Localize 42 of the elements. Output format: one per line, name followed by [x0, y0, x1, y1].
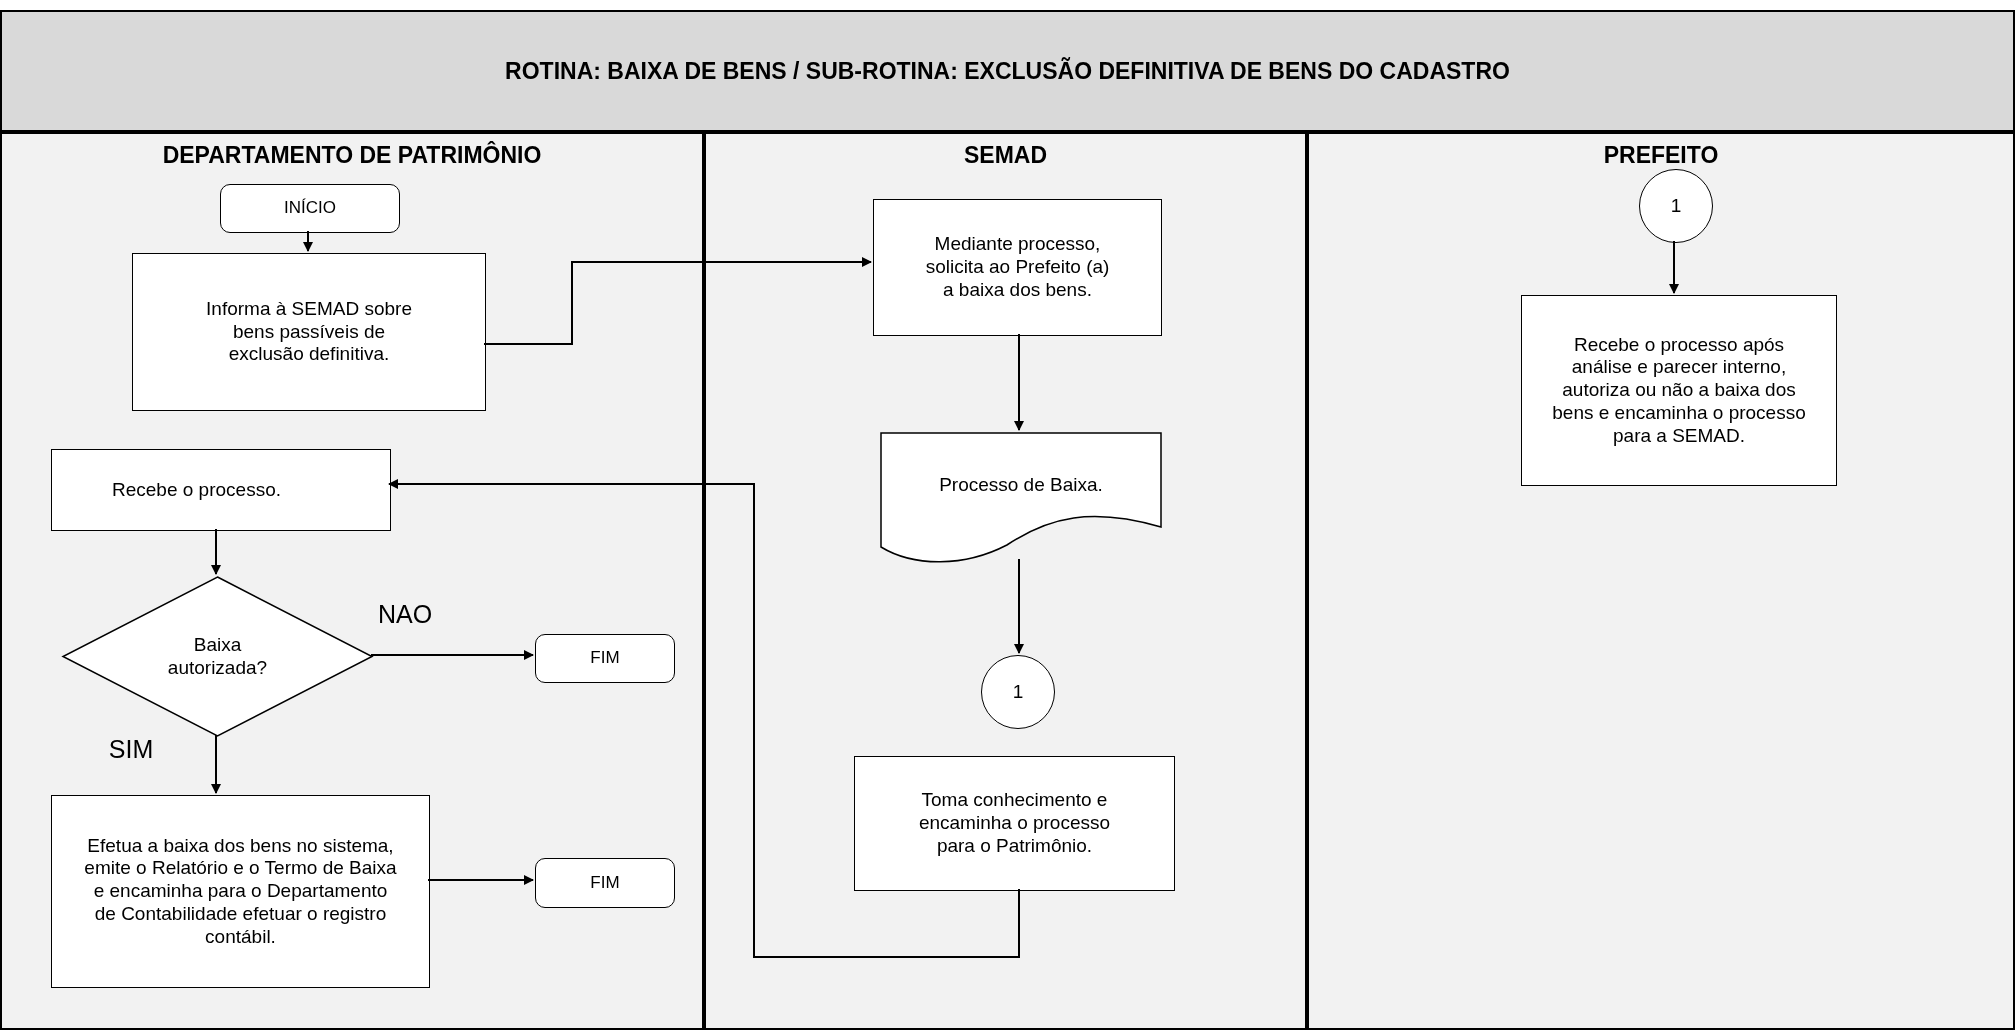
node-text: INÍCIO — [284, 198, 336, 219]
node-text: Processo de Baixa. — [939, 474, 1103, 497]
lane-heading: SEMAD — [962, 142, 1049, 169]
process-box — [51, 449, 391, 531]
node-text: 1 — [1012, 680, 1024, 704]
node-text: FIM — [590, 648, 620, 669]
process-box — [1521, 295, 1837, 486]
swimlane — [1307, 132, 2015, 1030]
node-text: Mediante processo, solicita ao Prefeito (a) a baixa dos bens. — [924, 233, 1111, 302]
node-text: FIM — [590, 872, 620, 894]
arrow — [370, 650, 534, 660]
process-box — [132, 253, 486, 411]
node-text: Informa à SEMAD sobre bens passíveis de exclusão definitiva. — [205, 297, 413, 367]
arrow — [427, 875, 534, 885]
terminator-box — [535, 858, 675, 908]
process-box — [873, 199, 1162, 336]
title: ROTINA: BAIXA DE BENS / SUB-ROTINA: EXCLUSÃO DEFINITIVA DE BENS DO CADASTRO — [505, 57, 1510, 85]
lane-heading: PREFEITO — [1602, 142, 1720, 169]
lane-heading: DEPARTAMENTO DE PATRIMÔNIO — [161, 142, 543, 169]
node-text: Recebe o processo após análise e parecer interno, autoriza ou não a baixa dos bens e encaminha o processo para a SEMAD. — [1551, 333, 1807, 448]
terminator-box — [535, 634, 675, 683]
arrow — [483, 257, 872, 345]
swimlane — [0, 132, 704, 1030]
arrow — [303, 230, 313, 252]
node-text: Toma conhecimento e encaminha o processo para o Patrimônio. — [917, 789, 1112, 858]
arrow — [211, 528, 221, 575]
swimlane — [704, 132, 1307, 1030]
terminator-box — [220, 184, 400, 233]
node-text: Recebe o processo. — [112, 478, 281, 502]
process-box — [51, 795, 430, 988]
arrow — [1669, 240, 1679, 294]
node-text: 1 — [1670, 194, 1682, 218]
arrow — [388, 479, 1020, 958]
arrow — [1014, 333, 1024, 431]
arrow — [1014, 558, 1024, 654]
edge-label: SIM — [108, 734, 154, 764]
node-text: Baixa autorizada? — [166, 633, 269, 680]
edge-label: NAO — [377, 599, 433, 629]
arrow — [211, 734, 221, 794]
decision-diamond — [62, 576, 373, 737]
node-text: Efetua a baixa dos bens no sistema, emite o Relatório e o Termo de Baixa e encaminha para o Departamento de Contabilidade efetuar o registro contábil. — [83, 834, 398, 949]
process-box — [854, 756, 1175, 891]
